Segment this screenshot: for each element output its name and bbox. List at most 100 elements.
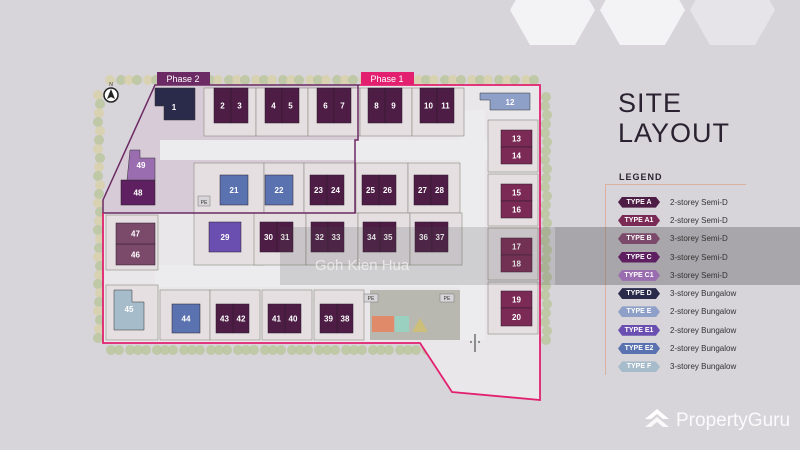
- unit-5[interactable]: 5: [281, 87, 300, 124]
- type-badge: TYPE A1: [618, 214, 660, 226]
- unit-footprint: [430, 174, 449, 206]
- unit-30[interactable]: 30: [259, 221, 278, 253]
- pe-box: PE: [439, 293, 455, 303]
- unit-44[interactable]: 44: [171, 303, 201, 334]
- unit-26[interactable]: 26: [378, 174, 397, 206]
- unit-number: 37: [436, 233, 445, 242]
- unit-1[interactable]: 1: [154, 87, 196, 121]
- unit-43[interactable]: 43: [215, 303, 234, 334]
- unit-11[interactable]: 11: [436, 87, 455, 124]
- unit-27[interactable]: 27: [413, 174, 432, 206]
- tree: [94, 243, 104, 253]
- type-description: 3-storey Bungalow: [670, 289, 737, 299]
- tree: [93, 306, 103, 316]
- tree: [540, 263, 550, 273]
- tree: [330, 345, 340, 355]
- unit-35[interactable]: 35: [379, 221, 397, 253]
- unit-29[interactable]: 29: [208, 221, 242, 253]
- type-badge: TYPE D: [618, 288, 660, 300]
- tree: [95, 180, 105, 190]
- unit-4[interactable]: 4: [264, 87, 283, 124]
- unit-6[interactable]: 6: [316, 87, 335, 124]
- unit-42[interactable]: 42: [232, 303, 250, 334]
- unit-number: 25: [366, 186, 375, 195]
- unit-number: 13: [512, 135, 521, 144]
- type-description: 3-storey Semi-D: [670, 234, 728, 244]
- unit-number: 2: [220, 102, 225, 111]
- tree: [542, 164, 552, 174]
- unit-10[interactable]: 10: [419, 87, 438, 124]
- unit-38[interactable]: 38: [336, 303, 354, 334]
- pe-box: PE: [363, 293, 379, 303]
- tree: [540, 290, 550, 300]
- unit-number: 17: [512, 243, 521, 252]
- unit-13[interactable]: 13: [500, 129, 533, 148]
- unit-45[interactable]: 45: [113, 289, 145, 331]
- tree: [241, 345, 251, 355]
- unit-20[interactable]: 20: [500, 307, 533, 327]
- unit-18[interactable]: 18: [500, 254, 533, 273]
- unit-28[interactable]: 28: [430, 174, 449, 206]
- unit-25[interactable]: 25: [361, 174, 380, 206]
- unit-3[interactable]: 3: [230, 87, 249, 124]
- unit-7[interactable]: 7: [333, 87, 352, 124]
- unit-24[interactable]: 24: [326, 174, 345, 206]
- unit-39[interactable]: 39: [319, 303, 338, 334]
- unit-number: 8: [374, 102, 379, 111]
- unit-37[interactable]: 37: [431, 221, 449, 253]
- tree: [357, 345, 367, 355]
- unit-2[interactable]: 2: [213, 87, 232, 124]
- unit-number: 11: [441, 102, 450, 111]
- tree: [94, 135, 104, 145]
- unit-23[interactable]: 23: [309, 174, 328, 206]
- unit-17[interactable]: 17: [500, 237, 533, 256]
- unit-14[interactable]: 14: [500, 146, 533, 165]
- unit-number: 15: [512, 189, 521, 198]
- tree: [259, 75, 269, 85]
- phase-1-label: Phase 1: [361, 72, 414, 85]
- unit-number: 33: [332, 233, 341, 242]
- unit-49[interactable]: 49: [126, 149, 156, 181]
- unit-number: 36: [419, 233, 428, 242]
- tree: [384, 345, 394, 355]
- unit-22[interactable]: 22: [264, 174, 294, 206]
- type-badge: TYPE B: [618, 233, 660, 245]
- unit-31[interactable]: 31: [276, 221, 294, 253]
- unit-41[interactable]: 41: [267, 303, 286, 334]
- unit-footprint: [267, 303, 286, 334]
- unit-46[interactable]: 46: [115, 243, 156, 266]
- tree: [232, 75, 242, 85]
- tree: [483, 75, 493, 85]
- unit-number: 20: [512, 313, 521, 322]
- unit-48[interactable]: 48: [120, 179, 156, 206]
- unit-9[interactable]: 9: [384, 87, 403, 124]
- tree: [214, 345, 224, 355]
- tree: [429, 75, 439, 85]
- title-line-2: LAYOUT: [618, 118, 731, 148]
- tree: [125, 345, 135, 355]
- unit-19[interactable]: 19: [500, 290, 533, 309]
- legend-title: LEGEND: [619, 172, 663, 182]
- type-description: 2-storey Semi-D: [670, 197, 728, 207]
- watermark-band: [280, 227, 555, 285]
- tree: [303, 345, 313, 355]
- tree: [93, 225, 103, 235]
- type-description: 3-storey Bungalow: [670, 362, 737, 372]
- unit-21[interactable]: 21: [219, 174, 249, 206]
- unit-33[interactable]: 33: [327, 221, 345, 253]
- tree: [542, 326, 552, 336]
- unit-40[interactable]: 40: [284, 303, 302, 334]
- unit-8[interactable]: 8: [367, 87, 386, 124]
- unit-16[interactable]: 16: [500, 200, 533, 219]
- type-description: 2-storey Semi-D: [670, 215, 728, 225]
- unit-number: 14: [512, 152, 521, 161]
- unit-footprint: [379, 221, 397, 253]
- unit-15[interactable]: 15: [500, 183, 533, 202]
- tree: [368, 345, 378, 355]
- unit-47[interactable]: 47: [115, 222, 156, 245]
- tree: [93, 144, 103, 154]
- unit-number: 5: [288, 102, 293, 111]
- unit-12[interactable]: 12: [479, 92, 531, 111]
- legend-frame: [605, 184, 746, 375]
